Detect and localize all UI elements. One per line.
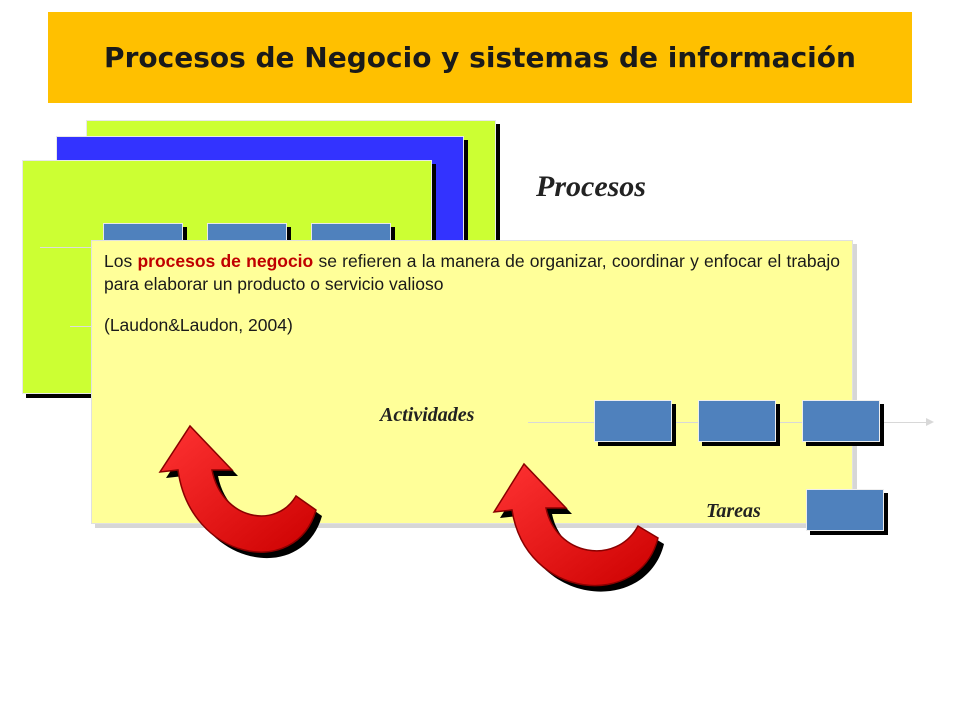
curved-arrow-right	[492, 462, 659, 587]
definition-before: Los	[104, 251, 138, 271]
activity-box	[594, 400, 672, 442]
label-actividades: Actividades	[380, 404, 475, 426]
activity-box	[802, 400, 880, 442]
page-title: Procesos de Negocio y sistemas de inform…	[104, 41, 856, 74]
curved-arrow-left	[158, 424, 317, 553]
label-tareas: Tareas	[706, 500, 761, 522]
title-bar: Procesos de Negocio y sistemas de inform…	[48, 12, 912, 103]
definition-reference: (Laudon&Laudon, 2004)	[104, 315, 293, 335]
panel-connector-line	[40, 247, 100, 248]
activity-box	[698, 400, 776, 442]
definition-text: Los procesos de negocio se refieren a la…	[104, 250, 840, 337]
task-box	[806, 489, 884, 531]
definition-after: se refieren a la manera de organizar, co…	[104, 251, 840, 294]
definition-highlight: procesos de negocio	[137, 251, 314, 271]
label-procesos: Procesos	[536, 170, 646, 203]
panel-connector-line	[70, 326, 100, 327]
